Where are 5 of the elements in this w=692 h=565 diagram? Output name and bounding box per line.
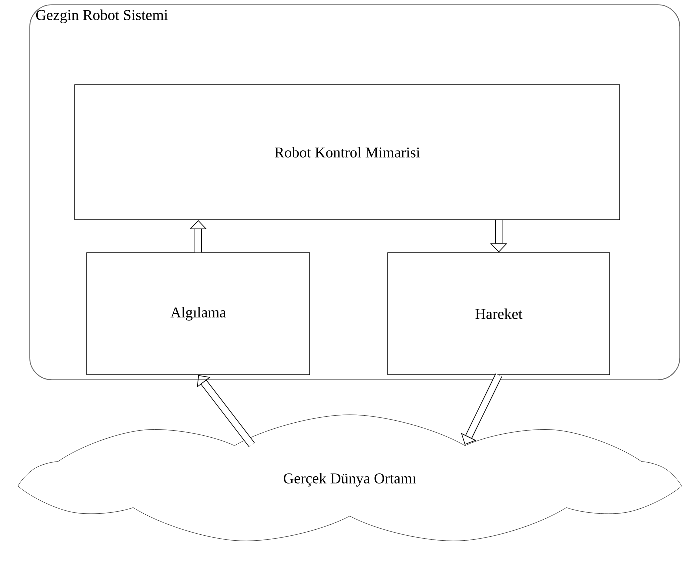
block-arrow	[461, 374, 502, 445]
block-arrow	[197, 375, 255, 448]
process-box: Robot Kontrol Mimarisi	[74, 84, 620, 220]
process-box: Hareket	[388, 252, 610, 376]
process-box: Algılama	[86, 252, 310, 376]
